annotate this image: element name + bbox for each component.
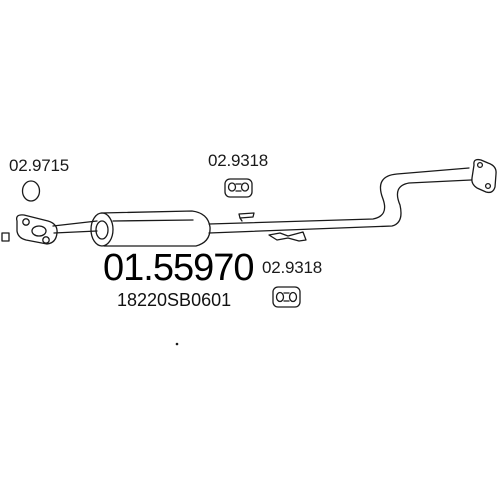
rear-pipe (208, 167, 472, 234)
sealing-ring-icon (21, 180, 41, 202)
rubber-hanger-icon (224, 178, 253, 198)
outlet-flange-icon (471, 158, 497, 194)
rubber-hanger-icon (272, 286, 301, 308)
inlet-flange-icon (16, 214, 58, 245)
bracket-tab-icon (1, 232, 10, 242)
hanger-top-part-number: 02.9318 (208, 151, 269, 170)
stray-dot (175, 342, 179, 346)
main-part-number: 01.55970 (103, 247, 254, 289)
muffler-hanger-bracket (238, 212, 255, 222)
heat-shield-strip (268, 231, 307, 242)
hanger-bottom-part-number: 02.9318 (262, 258, 323, 277)
oem-part-number: 18220SB0601 (117, 290, 232, 310)
center-muffler (90, 210, 211, 247)
sealing-ring-part-number: 02.9715 (9, 156, 70, 175)
front-pipe (52, 220, 98, 234)
